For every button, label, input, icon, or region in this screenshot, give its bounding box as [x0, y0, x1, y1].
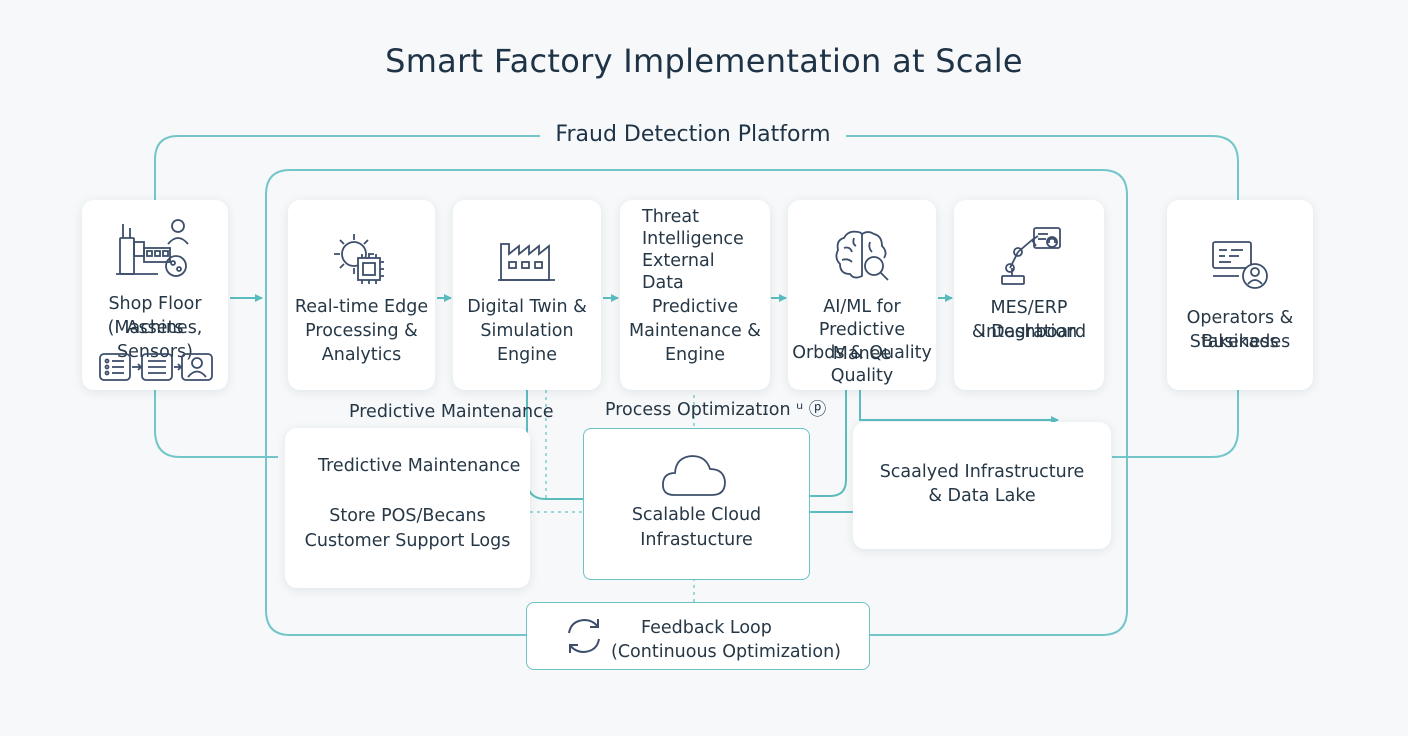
- digital-twin-line2: Simulation Engine: [480, 321, 574, 365]
- threat-line1: Threat: [642, 207, 699, 227]
- predictive-maintenance-label: Predictive Maintenance: [349, 402, 554, 422]
- digital-twin-line1: Digital Twin &: [467, 297, 587, 317]
- feedback-line1: Feedback Loop: [641, 618, 772, 638]
- cloud-line2: Infrastucture: [640, 530, 753, 550]
- data-lake-line1: Scaalyed Infrastructure: [879, 462, 1085, 482]
- feedback-loop-box[interactable]: Feedback Loop (Continuous Optimization): [526, 602, 870, 670]
- data-lake-line2: & Data Lake: [928, 486, 1036, 506]
- digital-twin-card[interactable]: Digital Twin & Simulation Engine: [453, 200, 601, 390]
- mes-erp-line1: MES/ERP Integration: [980, 298, 1078, 342]
- operators-line1: Operators & Business: [1186, 308, 1294, 352]
- data-sources-line2: Store POS/Becans: [329, 506, 486, 526]
- platform-label: Fraud Detection Platform: [540, 122, 846, 147]
- inner-frame: [265, 169, 1128, 636]
- edge-line1: Real-time Edge: [294, 297, 429, 317]
- dashboard-user-icon: [1209, 238, 1271, 292]
- shop-floor-line2: (Machines, Sensors): [107, 318, 203, 362]
- operators-card[interactable]: Operators & Business Stakekades: [1167, 200, 1313, 390]
- threat-line3: External: [642, 251, 715, 271]
- chip-gear-icon: [332, 230, 388, 286]
- edge-processing-card[interactable]: Real-time Edge Processing & Analytics: [288, 200, 435, 390]
- mes-erp-card[interactable]: MES/ERP Integration & Dashboard: [954, 200, 1104, 390]
- mes-erp-line2: & Dashboard: [971, 322, 1087, 342]
- ai-ml-line1: AI/ML for: [823, 297, 901, 317]
- factory-machine-icon: [114, 214, 196, 282]
- shop-floor-line1: Shop Floor Assets: [108, 294, 202, 338]
- cloud-icon: [660, 451, 728, 499]
- ai-ml-line4: Quality: [830, 366, 894, 386]
- data-lake-card[interactable]: Scaalyed Infrastructure & Data Lake: [853, 422, 1111, 549]
- feedback-line2: (Continuous Optimization): [611, 642, 842, 662]
- cloud-line1: Scalable Cloud: [631, 505, 762, 525]
- threat-line2: Intelligence: [642, 229, 744, 249]
- page-title: Smart Factory Implementation at Scale: [385, 42, 1023, 80]
- edge-line2: Processing &: [305, 321, 418, 341]
- brain-search-icon: [834, 228, 892, 286]
- cloud-infrastructure-box[interactable]: Scalable Cloud Infrastucture: [583, 428, 810, 580]
- threat-line4: Data: [642, 273, 684, 293]
- refresh-icon: [561, 613, 607, 659]
- threat-line6: Maintenance &: [629, 321, 761, 341]
- operators-line2: Stakekades: [1189, 332, 1291, 352]
- workflow-icons: [98, 350, 214, 384]
- data-sources-card[interactable]: Tredictive Maintenance Store POS/Becans …: [285, 428, 530, 588]
- edge-line3: Analytics: [321, 345, 402, 365]
- robot-arm-icon: [998, 226, 1062, 288]
- ai-ml-card[interactable]: AI/ML for Predictive Manee Orbds & Quali…: [788, 200, 936, 390]
- factory-icon: [497, 234, 557, 284]
- threat-line5: Predictive: [651, 297, 739, 317]
- ai-ml-line2: Predictive Manee: [818, 320, 906, 364]
- data-sources-line1: Tredictive Maintenance: [318, 456, 521, 476]
- process-optimization-label: Process Optimizatɪon ᵘ ⓟ: [605, 400, 827, 420]
- ai-ml-line3: Orbds & Quality: [792, 343, 932, 363]
- threat-line7: Engine: [665, 345, 725, 365]
- threat-intel-card[interactable]: Threat Intelligence External Data Predic…: [620, 200, 770, 390]
- shop-floor-card[interactable]: Shop Floor Assets (Machines, Sensors): [82, 200, 228, 390]
- data-sources-line3: Customer Support Logs: [304, 531, 511, 551]
